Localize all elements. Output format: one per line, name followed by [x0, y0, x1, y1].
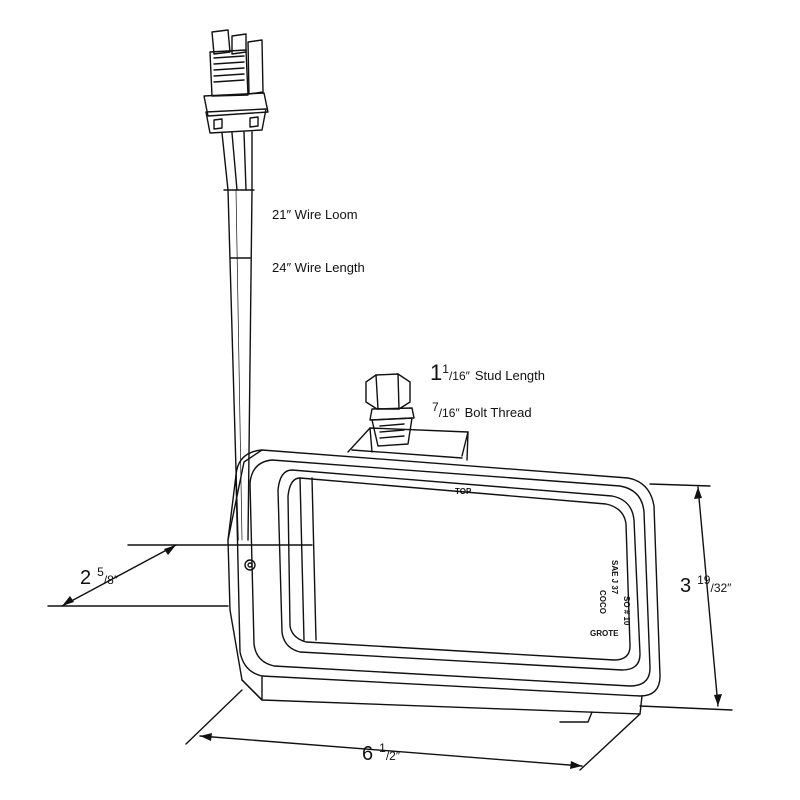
stud-length-label: 11/16″Stud Length — [430, 360, 545, 385]
dimension-arrows — [62, 487, 722, 769]
lens-part-mark-a: COCO — [598, 590, 607, 614]
connector-icon — [203, 29, 269, 134]
lamp-housing — [227, 449, 661, 723]
lens-part-mark-b: SAE J 37 — [610, 560, 619, 595]
lens-brand-mark: GROTE — [590, 629, 619, 638]
lens-part-mark-c: SO # 10 — [622, 596, 631, 626]
wire — [221, 131, 255, 541]
depth-dimension — [47, 544, 313, 607]
wire-loom-label: 21″ Wire Loom — [272, 207, 358, 222]
stud — [365, 373, 415, 447]
height-dimension — [639, 483, 733, 711]
lamp-lens — [277, 469, 641, 671]
bracket — [347, 427, 469, 461]
wire-length-label: 24″ Wire Length — [272, 260, 365, 275]
width-dimension — [185, 689, 641, 771]
lens-top-mark: TOP — [455, 487, 472, 496]
bolt-thread-label: 7/16″Bolt Thread — [432, 400, 532, 420]
